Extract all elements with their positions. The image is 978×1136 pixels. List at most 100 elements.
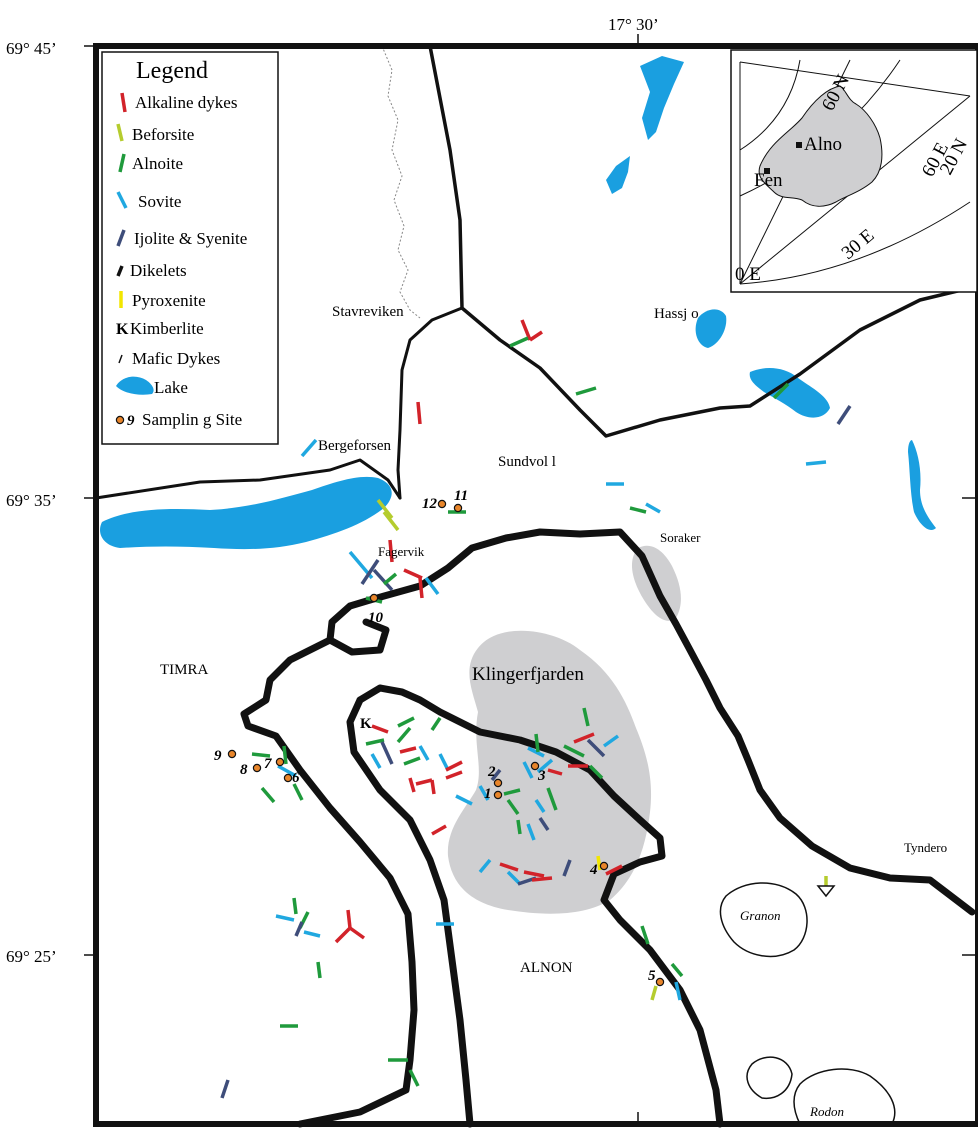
alkaline-dyke bbox=[531, 876, 553, 882]
road-timra bbox=[94, 458, 402, 500]
sample-site-2-dot bbox=[493, 778, 503, 788]
sovite-dyke bbox=[534, 799, 546, 813]
sovite-dyke bbox=[506, 870, 522, 886]
alnon-coast-west bbox=[346, 696, 474, 1128]
islands bbox=[719, 882, 896, 1125]
alnoite-dyke bbox=[292, 897, 298, 915]
sovite-dyke bbox=[522, 761, 534, 779]
legend-kimberlite-label: Kimberlite bbox=[130, 319, 204, 338]
inset-alno-marker bbox=[796, 142, 802, 148]
legend-title: Legend bbox=[136, 58, 208, 84]
sample-site-11-dot bbox=[453, 503, 463, 513]
sample-site-7-dot bbox=[275, 757, 285, 767]
alnoite-dyke bbox=[506, 798, 520, 816]
legend-alkaline-symbol bbox=[120, 92, 127, 113]
ijolite-dyke bbox=[294, 921, 304, 937]
latitude-label-45: 69° 45’ bbox=[6, 39, 57, 58]
ijolite-dyke bbox=[538, 817, 550, 831]
sample-site-3-label: 3 bbox=[537, 768, 546, 784]
legend-lake-symbol bbox=[116, 376, 154, 395]
place-bergeforsen: Bergeforsen bbox=[318, 438, 392, 454]
sample-site-9-dot bbox=[227, 749, 237, 759]
alkaline-dyke bbox=[520, 319, 532, 341]
beforsite-dyke bbox=[376, 498, 394, 520]
coordinate-grid: 17° 30’ 69° 45’ 69° 35’ 69° 25’ bbox=[6, 15, 978, 1124]
sample-site-10-label: 10 bbox=[368, 610, 384, 626]
legend-alnoite-symbol bbox=[118, 153, 126, 173]
alkaline-dyke bbox=[371, 724, 389, 734]
ijolite-dyke bbox=[836, 405, 852, 425]
alnoite-dyke bbox=[670, 962, 684, 978]
coast-east bbox=[366, 528, 976, 916]
sample-site-3-dot bbox=[530, 761, 540, 771]
ijolite-dyke bbox=[562, 859, 572, 877]
legend-lake-label: Lake bbox=[154, 378, 188, 397]
alkaline-dyke bbox=[334, 926, 352, 944]
alkaline-dyke bbox=[415, 778, 433, 786]
alkaline-dyke bbox=[605, 864, 623, 876]
map-frame bbox=[93, 43, 978, 1127]
sample-site-4-dot bbox=[599, 861, 609, 871]
alnoite-dyke bbox=[563, 744, 585, 758]
alkaline-dyke bbox=[399, 746, 417, 754]
legend-beforsite-symbol bbox=[116, 123, 124, 142]
sovite-dyke bbox=[674, 981, 682, 1001]
sovite-dyke bbox=[526, 823, 536, 841]
legend-kimberlite-symbol: K bbox=[116, 321, 129, 338]
inset-parallel-20n bbox=[739, 201, 971, 285]
alnoite-dyke bbox=[260, 786, 276, 804]
alkaline-dyke bbox=[547, 768, 563, 776]
thin-boundaries bbox=[381, 45, 421, 319]
ijolite-dyke bbox=[360, 559, 380, 585]
legend-beforsite-label: Beforsite bbox=[132, 125, 194, 144]
sovite-dyke bbox=[275, 914, 295, 922]
legend-site-label: Samplin g Site bbox=[142, 410, 242, 429]
alnoite-dyke bbox=[546, 787, 558, 811]
sovite-dyke bbox=[455, 794, 473, 806]
legend-sovite-symbol bbox=[116, 191, 128, 209]
sample-site-11-label: 11 bbox=[454, 488, 468, 504]
legend-site-dot bbox=[115, 415, 125, 425]
alkaline-dyke bbox=[523, 870, 545, 878]
alkaline-dyke bbox=[529, 330, 543, 342]
legend-site-symbol: 9 bbox=[127, 413, 135, 429]
alnoite-dyke bbox=[403, 756, 421, 766]
tyndero-triangle-marker bbox=[816, 885, 836, 898]
lake-north bbox=[640, 56, 684, 140]
sample-site-1-dot bbox=[493, 790, 503, 800]
alnoite-dyke bbox=[430, 717, 442, 731]
legend-ijolite-label: Ijolite & Syenite bbox=[134, 229, 247, 248]
legend: Legend Alkaline dykes Beforsite Alnoite … bbox=[101, 51, 279, 445]
sovite-dyke bbox=[478, 785, 490, 801]
islet-1 bbox=[746, 1056, 793, 1100]
place-granon: Granon bbox=[740, 908, 780, 923]
dykes bbox=[220, 319, 852, 1099]
alnoite-dyke bbox=[534, 733, 540, 753]
coast-west bbox=[240, 636, 418, 1128]
pyroxenite-dyke bbox=[596, 855, 602, 871]
place-klingerfjarden: Klingerfjarden bbox=[472, 664, 584, 685]
legend-alkaline-label: Alkaline dykes bbox=[135, 93, 237, 112]
sample-site-9-label: 9 bbox=[214, 748, 222, 764]
lake-east bbox=[749, 368, 830, 418]
alkaline-dyke bbox=[445, 760, 463, 772]
alnoite-dyke bbox=[640, 925, 650, 945]
inset-parallel-high bbox=[739, 59, 801, 151]
legend-pyroxenite-label: Pyroxenite bbox=[132, 291, 206, 310]
timra-lake bbox=[100, 476, 392, 550]
alkaline-dyke bbox=[418, 577, 424, 599]
alnoite-dyke bbox=[582, 707, 590, 727]
sample-site-8-dot bbox=[252, 763, 262, 773]
alkaline-dyke bbox=[573, 732, 595, 744]
sovite-dyke bbox=[277, 764, 297, 778]
alnoite-dyke bbox=[292, 783, 304, 801]
alnoite-dyke bbox=[396, 726, 412, 744]
place-tyndero: Tyndero bbox=[904, 840, 947, 855]
road-west bbox=[396, 306, 464, 500]
legend-sovite-label: Sovite bbox=[138, 192, 181, 211]
alnoite-dyke bbox=[282, 745, 288, 765]
sample-site-10-dot bbox=[369, 593, 379, 603]
sample-site-1-label: 1 bbox=[484, 786, 492, 802]
inset-label-fen: Fen bbox=[754, 170, 783, 191]
